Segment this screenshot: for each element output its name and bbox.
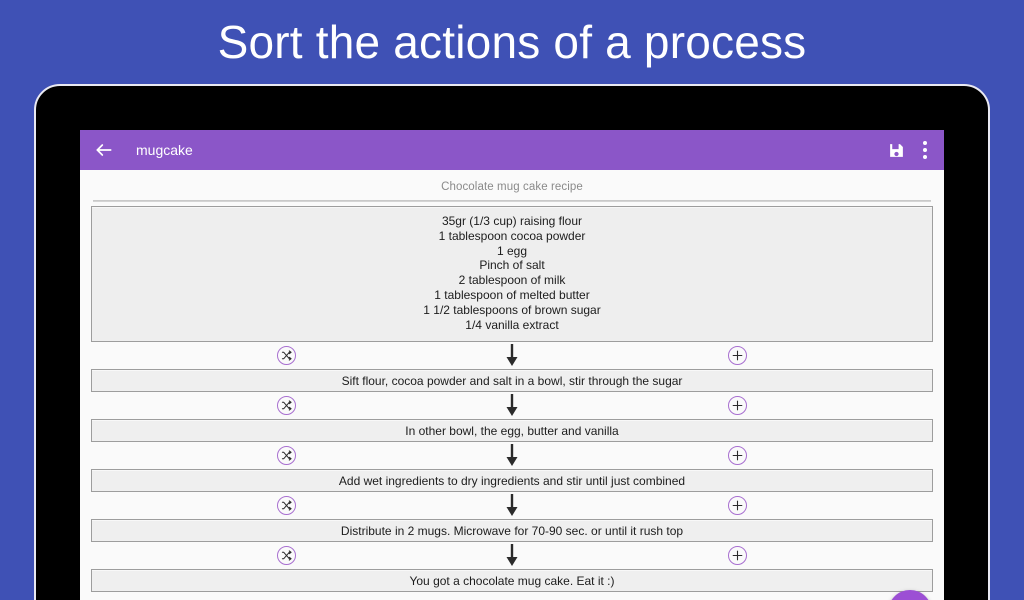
more-vert-icon[interactable] [923, 141, 927, 159]
shuffle-icon[interactable] [277, 446, 296, 466]
table-row[interactable]: Add wet ingredients to dry ingredients a… [91, 469, 933, 493]
connector-row [91, 392, 933, 419]
connector-row [91, 442, 933, 469]
add-circle-icon[interactable] [728, 496, 747, 516]
step-text: You got a chocolate mug cake. Eat it :) [409, 573, 615, 588]
connector-row [91, 342, 933, 369]
list-item: 1 egg [496, 243, 528, 258]
title-divider [93, 200, 931, 202]
device-screen: mugcake Chocolate mug cake recipe 35gr (… [80, 130, 944, 600]
connector-row [91, 542, 933, 569]
connector-row [91, 492, 933, 519]
table-row[interactable]: You got a chocolate mug cake. Eat it :) [91, 569, 933, 593]
arrow-down-icon [505, 494, 519, 517]
step-text: Sift flour, cocoa powder and salt in a b… [341, 373, 683, 388]
save-floppy-icon[interactable] [888, 142, 905, 159]
arrow-down-icon [505, 544, 519, 567]
list-item: Pinch of salt [479, 258, 545, 273]
recipe-content[interactable]: Chocolate mug cake recipe 35gr (1/3 cup)… [80, 170, 944, 600]
list-item: 1 1/2 tablespoons of brown sugar [423, 302, 601, 317]
more-dot-1 [923, 141, 927, 145]
promo-headline: Sort the actions of a process [217, 16, 807, 68]
shuffle-icon[interactable] [277, 546, 296, 566]
arrow-down-icon [505, 344, 519, 367]
edit-fab-button[interactable] [888, 590, 932, 600]
recipe-title: Chocolate mug cake recipe [441, 181, 583, 193]
table-row[interactable]: Sift flour, cocoa powder and salt in a b… [91, 369, 933, 393]
add-circle-icon[interactable] [728, 446, 747, 466]
step-text: Add wet ingredients to dry ingredients a… [338, 473, 686, 488]
add-circle-icon[interactable] [728, 346, 747, 366]
step-text: In other bowl, the egg, butter and vanil… [405, 423, 619, 438]
list-item: 1 tablespoon cocoa powder [438, 228, 586, 243]
shuffle-icon[interactable] [277, 346, 296, 366]
list-item: 35gr (1/3 cup) raising flour [441, 214, 583, 228]
add-circle-icon[interactable] [728, 546, 747, 566]
app-bar: mugcake [80, 130, 944, 170]
shuffle-icon[interactable] [277, 496, 296, 516]
arrow-back-icon[interactable] [94, 140, 114, 160]
arrow-down-icon [505, 444, 519, 467]
shuffle-icon[interactable] [277, 396, 296, 416]
add-circle-icon[interactable] [728, 396, 747, 416]
tablet-device-frame: mugcake Chocolate mug cake recipe 35gr (… [34, 84, 990, 600]
ingredients-box[interactable]: 35gr (1/3 cup) raising flour 1 tablespoo… [91, 206, 933, 343]
list-item: 2 tablespoon of milk [458, 273, 566, 288]
app-bar-title: mugcake [136, 142, 193, 158]
step-text: Distribute in 2 mugs. Microwave for 70-9… [340, 523, 684, 538]
arrow-down-icon [505, 394, 519, 417]
table-row[interactable]: Distribute in 2 mugs. Microwave for 70-9… [91, 519, 933, 543]
list-item: 1/4 vanilla extract [465, 317, 559, 332]
more-dot-2 [923, 148, 927, 152]
table-row[interactable]: In other bowl, the egg, butter and vanil… [91, 419, 933, 443]
list-item: 1 tablespoon of melted butter [434, 287, 590, 302]
more-dot-3 [923, 155, 927, 159]
